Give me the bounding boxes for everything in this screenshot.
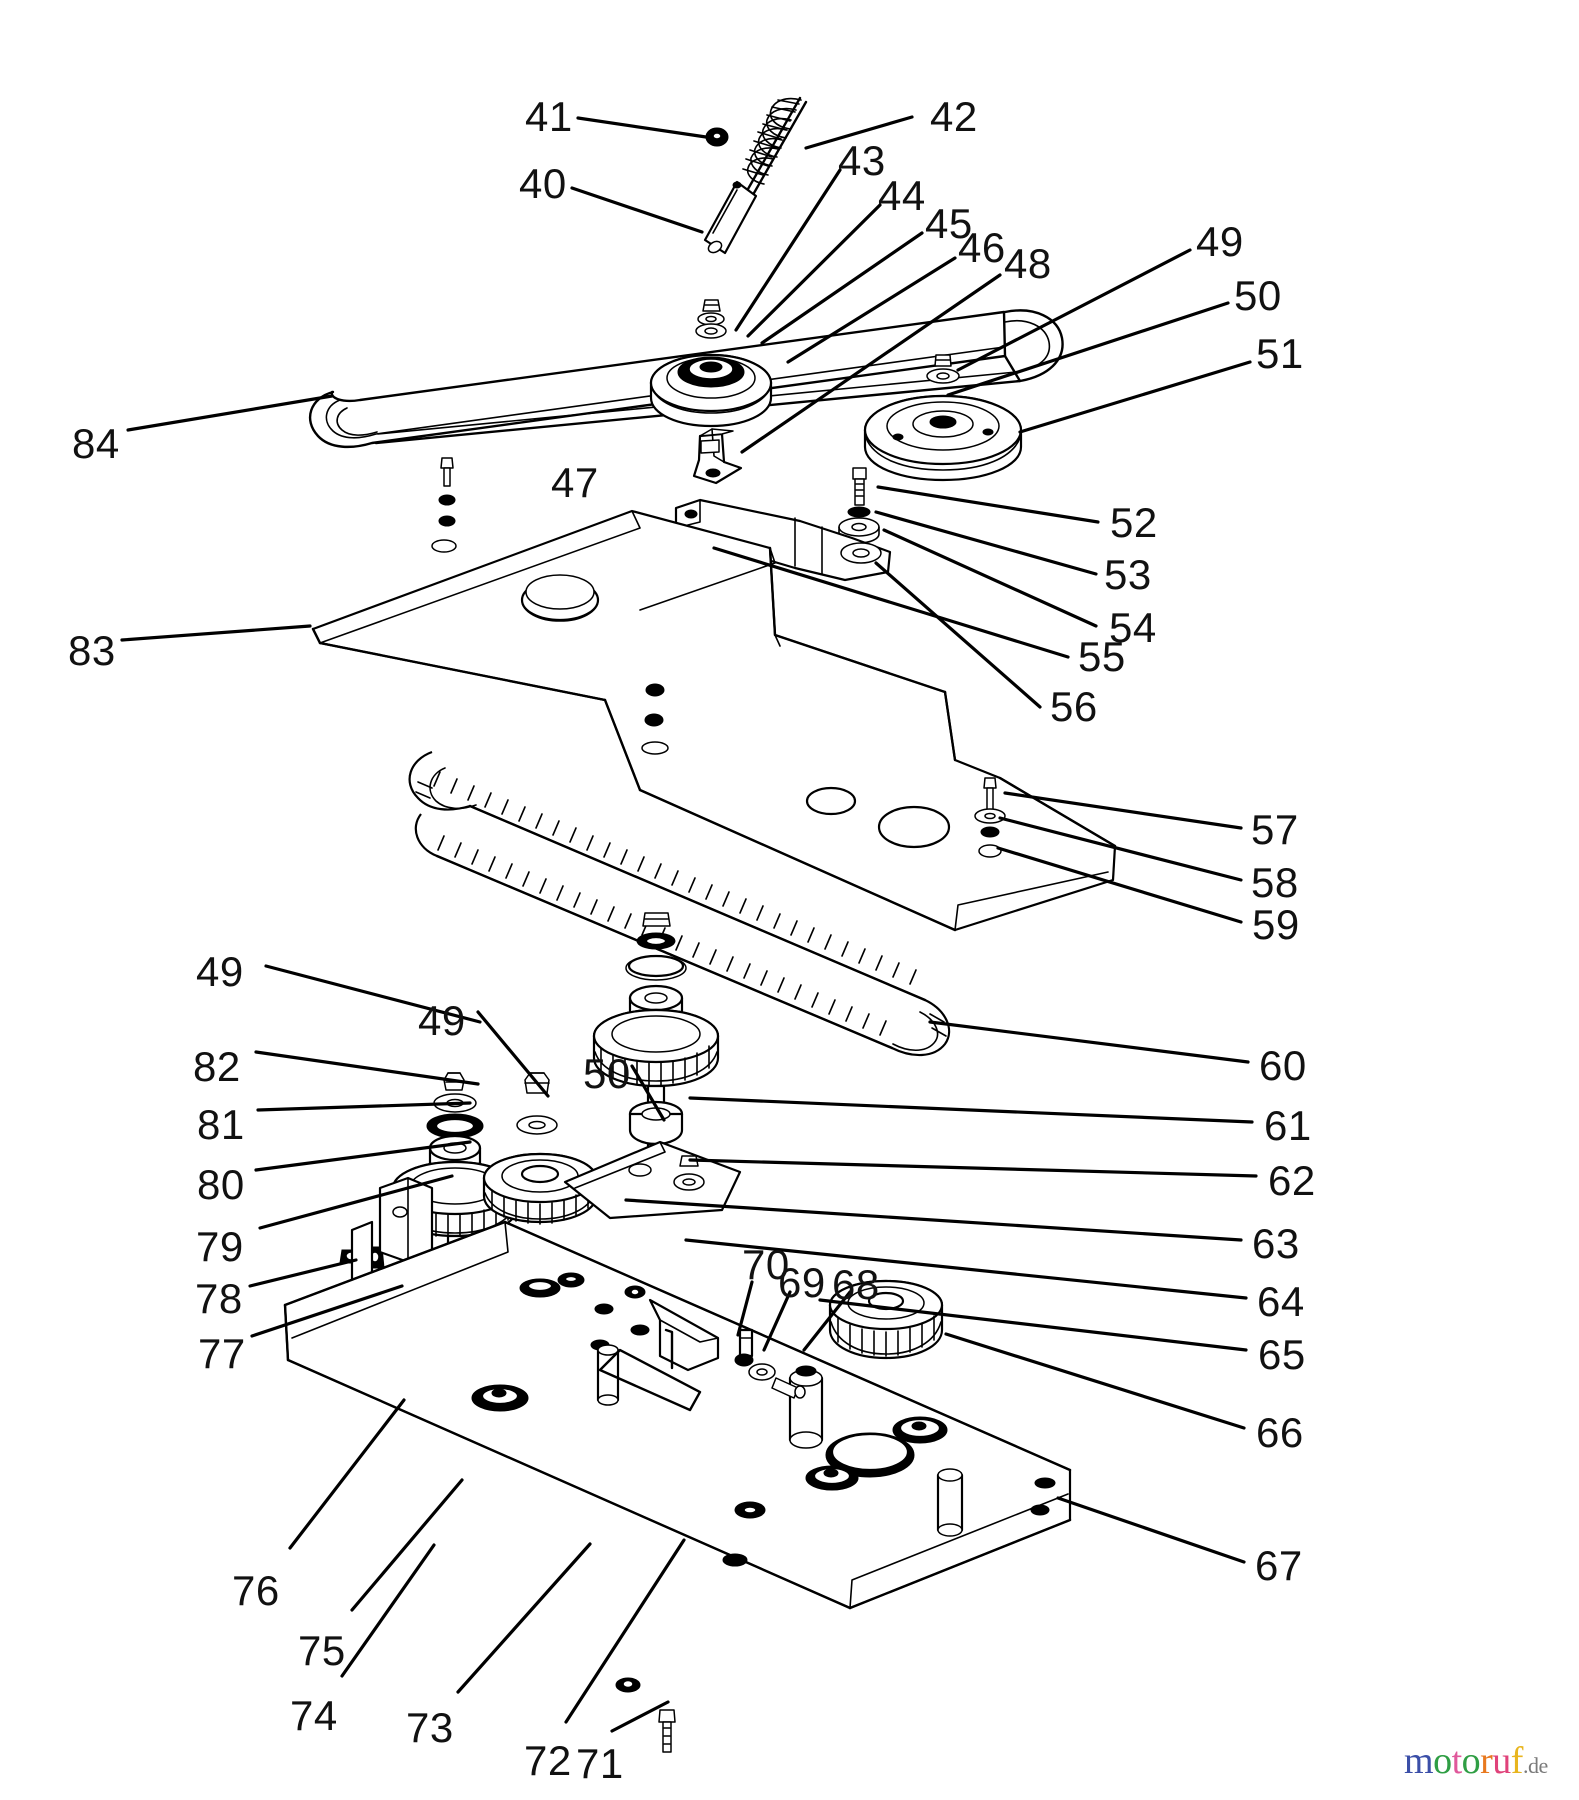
callout-83[interactable]: 83 [68,627,116,674]
belt-cover-shield-83 [311,457,1117,932]
callout-77[interactable]: 77 [198,1330,246,1377]
callout-75[interactable]: 75 [298,1627,346,1674]
callout-62[interactable]: 62 [1268,1157,1316,1204]
fasteners-69-70 [598,1298,806,1412]
callout-40[interactable]: 40 [519,160,567,207]
callout-60[interactable]: 60 [1259,1042,1307,1089]
callout-69[interactable]: 69 [778,1259,826,1306]
wm-letter-r: r [1480,1740,1493,1782]
callout-70[interactable]: 70 [742,1241,790,1288]
motoruf-watermark: motoruf.de [1404,1742,1548,1780]
fastener-stack-52-54 [838,467,880,544]
callout-54[interactable]: 54 [1109,604,1157,651]
callout-61[interactable]: 61 [1264,1102,1312,1149]
link-rod-40 [703,180,758,255]
callout-49[interactable]: 49 [1196,218,1244,265]
callout-44[interactable]: 44 [878,172,926,219]
wm-letter-u: u [1492,1740,1511,1782]
wm-letter-o2: o [1461,1740,1481,1782]
callout-76[interactable]: 76 [232,1567,280,1614]
wm-letter-m: m [1404,1740,1434,1782]
callout-49-third[interactable]: 49 [196,948,244,995]
callout-50[interactable]: 50 [1234,272,1282,319]
callout-72[interactable]: 72 [524,1737,572,1784]
callout-67[interactable]: 67 [1255,1542,1303,1589]
callout-66[interactable]: 66 [1256,1409,1304,1456]
pulley-stack-79-82 [339,1072,598,1332]
callout-51[interactable]: 51 [1256,330,1304,377]
bracket-47 [692,428,743,485]
callout-58[interactable]: 58 [1251,859,1299,906]
drive-pulley-51 [863,354,1023,482]
callout-43[interactable]: 43 [838,137,886,184]
callout-79[interactable]: 79 [196,1223,244,1270]
callout-63[interactable]: 63 [1252,1220,1300,1267]
callout-49-second[interactable]: 49 [418,997,466,1044]
callout-82[interactable]: 82 [193,1043,241,1090]
callout-48[interactable]: 48 [1004,240,1052,287]
callout-84[interactable]: 84 [72,420,120,467]
callout-74[interactable]: 74 [290,1692,338,1739]
base-plate-73 [283,1220,1072,1753]
callout-42[interactable]: 42 [930,93,978,140]
callout-78[interactable]: 78 [195,1275,243,1322]
callout-68[interactable]: 68 [832,1261,880,1308]
callout-73[interactable]: 73 [406,1704,454,1751]
wm-suffix: .de [1522,1753,1548,1778]
extension-spring-42 [731,96,808,208]
callout-47[interactable]: 47 [551,459,599,506]
callout-64[interactable]: 64 [1257,1278,1305,1325]
callout-41[interactable]: 41 [525,93,573,140]
callout-59[interactable]: 59 [1252,901,1300,948]
callout-56[interactable]: 56 [1050,683,1098,730]
wm-letter-t: t [1451,1740,1463,1782]
nut-41 [705,127,729,147]
wm-letter-o1: o [1433,1740,1452,1782]
toothed-pulley-68 [828,1279,944,1360]
callout-50-second[interactable]: 50 [583,1050,631,1097]
callout-46[interactable]: 46 [958,224,1006,271]
callout-65[interactable]: 65 [1258,1331,1306,1378]
callout-80[interactable]: 80 [197,1161,245,1208]
idler-pulley-assembly-43-48 [649,299,773,428]
callout-53[interactable]: 53 [1104,551,1152,598]
callout-81[interactable]: 81 [197,1101,245,1148]
callout-57[interactable]: 57 [1251,806,1299,853]
wm-letter-f: f [1510,1740,1524,1782]
callout-55[interactable]: 55 [1078,633,1126,680]
timing-belt-60 [408,750,951,1057]
callout-45[interactable]: 45 [925,200,973,247]
leader-lines [120,115,1258,1733]
callout-71[interactable]: 71 [576,1740,624,1787]
callout-52[interactable]: 52 [1110,499,1158,546]
